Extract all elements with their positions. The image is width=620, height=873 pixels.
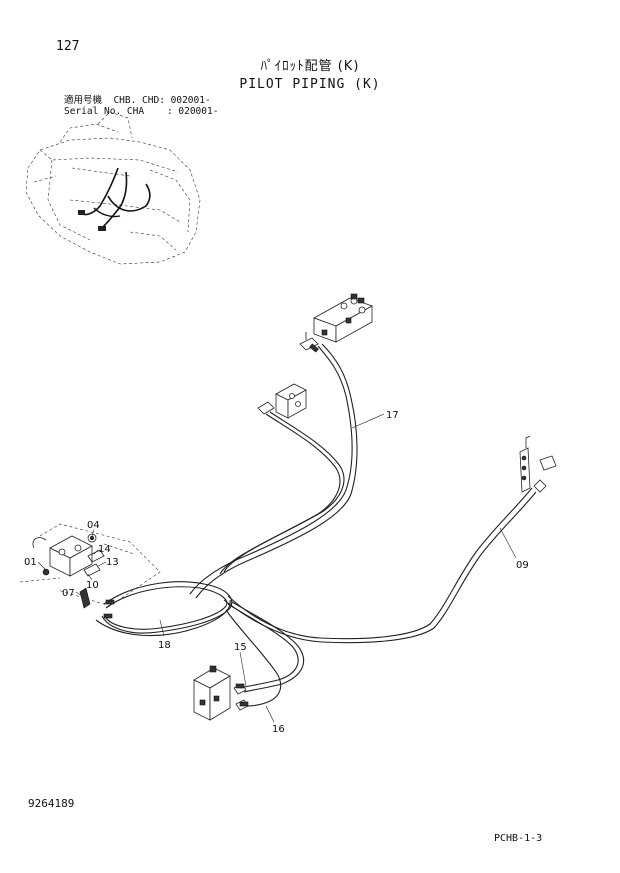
callout-01: 01: [24, 557, 37, 568]
page-number: 127: [56, 39, 80, 54]
left-valve-assembly: [19, 523, 161, 609]
callout-14: 14: [98, 544, 111, 555]
serial-number-line: Serial No. CHA : 020001-: [64, 106, 219, 117]
callout-09: 09: [516, 560, 529, 571]
callout-18: 18: [158, 640, 171, 651]
lower-pilot-valve-block: [193, 665, 249, 721]
pilot-hoses: [95, 343, 537, 707]
drawing-number: 9264189: [28, 797, 75, 810]
callout-labels: 17 09 04 14 13 01 10 07 18 15 16: [24, 410, 529, 735]
callout-17: 17: [386, 410, 399, 421]
callout-04: 04: [87, 520, 100, 531]
machine-location-inset: [25, 111, 201, 265]
sheet-code: PCHB-1-3: [494, 833, 543, 844]
right-pilot-valve-block: [519, 435, 557, 493]
title-japanese: ﾊﾟｲﾛｯﾄ配管 (K): [260, 59, 360, 74]
callout-07: 07: [62, 588, 75, 599]
callout-13: 13: [106, 557, 119, 568]
callout-15: 15: [234, 642, 247, 653]
callout-10: 10: [86, 580, 99, 591]
callout-16: 16: [272, 724, 285, 735]
middle-pilot-valve-block: [257, 383, 307, 419]
title-english: PILOT PIPING (K): [239, 77, 381, 92]
callout-leaders: [37, 413, 517, 723]
serial-applicability-line: 適用号機 CHB. CHD: 002001-: [64, 95, 211, 106]
upper-pilot-valve-block: [299, 293, 373, 351]
